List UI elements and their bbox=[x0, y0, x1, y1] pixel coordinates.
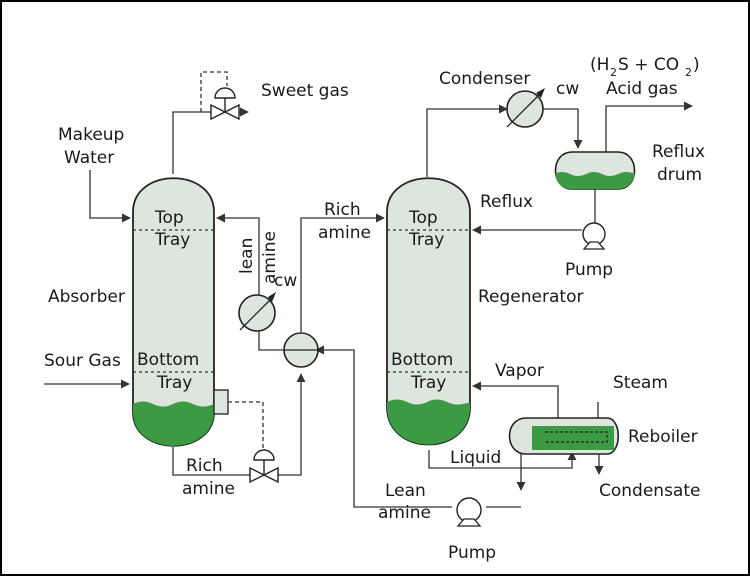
reflux-pump-icon bbox=[582, 222, 606, 250]
condenser-outlet-line bbox=[542, 108, 583, 149]
rich-amine-bottom-line-1 bbox=[172, 447, 250, 476]
regenerator-top-tray-label: Top bbox=[408, 208, 438, 228]
regenerator-label: Regenerator bbox=[478, 287, 583, 307]
regenerator-bottom-tray-label-2: Tray bbox=[410, 373, 446, 393]
rich-amine-bottom-label: Rich bbox=[186, 456, 223, 476]
reboiler-icon bbox=[508, 417, 619, 455]
absorber-liquid bbox=[133, 401, 214, 446]
sweet-gas-valve-icon bbox=[210, 87, 240, 121]
absorber-label: Absorber bbox=[48, 287, 125, 307]
lean-amine-hx-cooler-line bbox=[258, 330, 287, 351]
absorber-bottom-tray-label-2: Tray bbox=[156, 373, 192, 393]
lean-amine-to-hx-line bbox=[315, 345, 452, 508]
level-controller bbox=[213, 389, 229, 415]
liquid-line bbox=[428, 450, 577, 469]
reflux-drum-label: Reflux bbox=[652, 142, 705, 162]
svg-text:): ) bbox=[693, 55, 700, 75]
acid-gas-formula: (H 2 S + CO 2 ) bbox=[590, 55, 700, 79]
acid-gas-label: Acid gas bbox=[606, 79, 678, 99]
svg-text:S + CO: S + CO bbox=[618, 55, 679, 75]
svg-text:(H: (H bbox=[590, 55, 609, 75]
sour-gas-label: Sour Gas bbox=[44, 351, 121, 371]
absorber-top-tray-label: Top bbox=[154, 208, 184, 228]
absorber-top-tray-label-2: Tray bbox=[154, 230, 190, 250]
reboiler-label: Reboiler bbox=[628, 427, 698, 447]
rich-amine-regenerator-line bbox=[300, 213, 385, 332]
rich-amine-bottom-label-2: amine bbox=[182, 479, 235, 499]
regenerator-column bbox=[386, 177, 471, 446]
reflux-pump-label: Pump bbox=[565, 260, 613, 280]
cw-right-label: cw bbox=[556, 79, 579, 99]
level-control-line bbox=[228, 401, 264, 450]
lean-amine-absorber-line bbox=[216, 213, 260, 295]
makeup-water-label: Makeup bbox=[58, 125, 124, 145]
lean-amine-label-2: amine bbox=[378, 503, 431, 523]
makeup-water-line bbox=[89, 170, 131, 223]
sweet-gas-line bbox=[172, 107, 249, 174]
acid-gas-line bbox=[605, 101, 693, 152]
lean-amine-pump-label: Pump bbox=[448, 543, 496, 563]
lean-amine-vertical-label: lean bbox=[237, 238, 257, 274]
rich-amine-top-label-2: amine bbox=[318, 223, 371, 243]
condensate-label: Condensate bbox=[599, 481, 700, 501]
cw-left-label: cw bbox=[274, 271, 297, 291]
sweet-gas-label: Sweet gas bbox=[261, 81, 349, 101]
vapor-label: Vapor bbox=[495, 361, 544, 381]
lean-amine-vertical-label-2: amine bbox=[260, 231, 280, 284]
svg-text:2: 2 bbox=[685, 66, 692, 79]
lean-amine-cooler-icon bbox=[238, 292, 276, 332]
condenser-icon bbox=[506, 88, 545, 128]
reflux-drum-icon bbox=[554, 151, 636, 190]
regenerator-bottom-tray-label: Bottom bbox=[391, 350, 453, 370]
svg-text:2: 2 bbox=[610, 66, 617, 79]
liquid-label: Liquid bbox=[450, 448, 501, 468]
condenser-label: Condenser bbox=[439, 69, 530, 89]
steam-label: Steam bbox=[613, 373, 668, 393]
rich-amine-top-label: Rich bbox=[324, 200, 361, 220]
reflux-label: Reflux bbox=[480, 192, 533, 212]
reflux-drum-label-2: drum bbox=[657, 165, 702, 185]
overhead-vapor-line bbox=[426, 104, 508, 177]
heat-exchanger-icon bbox=[283, 332, 319, 368]
regenerator-top-tray-label-2: Tray bbox=[408, 230, 444, 250]
sweet-gas-control-line bbox=[200, 71, 228, 112]
absorber-bottom-tray-label: Bottom bbox=[137, 350, 199, 370]
vapor-line bbox=[472, 381, 559, 418]
rich-amine-valve-icon bbox=[249, 449, 279, 484]
makeup-water-label-2: Water bbox=[64, 148, 114, 168]
rich-amine-bottom-line-2 bbox=[278, 373, 306, 476]
lean-amine-label: Lean bbox=[385, 481, 426, 501]
absorber-column bbox=[132, 177, 229, 447]
lean-amine-pump-icon bbox=[456, 497, 482, 527]
regenerator-liquid bbox=[387, 399, 470, 445]
